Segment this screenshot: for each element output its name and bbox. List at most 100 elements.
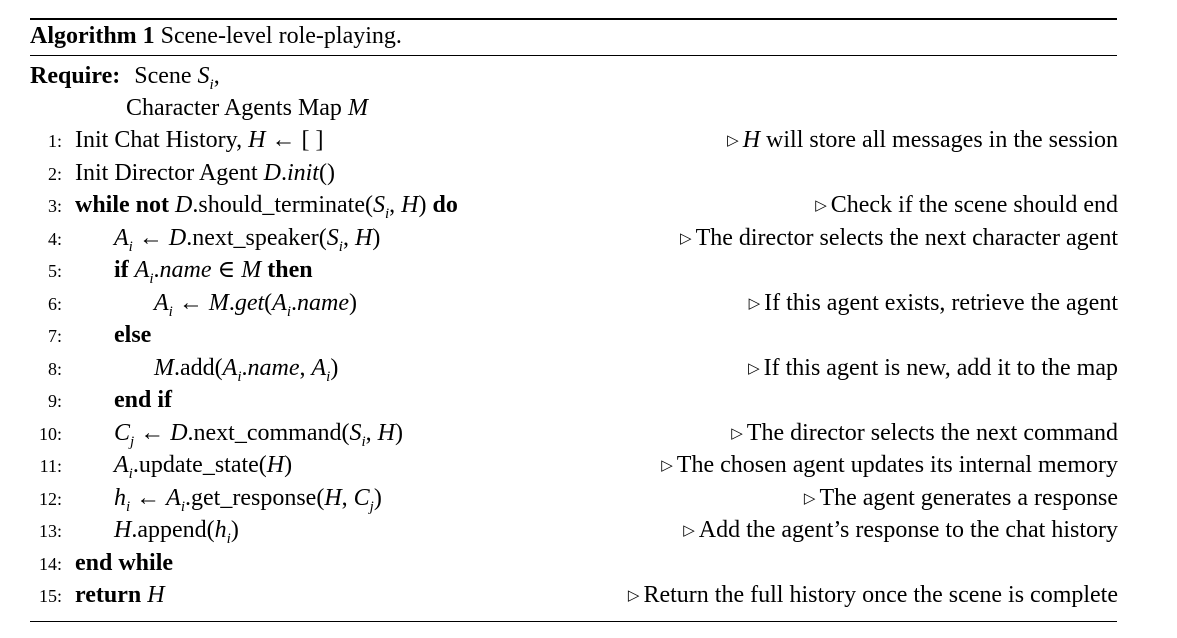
line-number: 13: [38, 521, 62, 541]
next-command-method: next_command [193, 420, 342, 446]
comment-text: Add the agent’s response to the chat his… [698, 517, 1118, 543]
require-scene-label: Scene [134, 63, 192, 89]
name-field: name [297, 290, 349, 316]
line-code: if Ai.name ∈ M then [114, 257, 313, 287]
algorithm-line-2: 2: Init Director Agent D.init() [0, 157, 1177, 189]
comment-triangle-icon: ▷ [803, 491, 816, 507]
algorithm-line-14: 14: end while [0, 547, 1177, 579]
line-comment: ▷If this agent exists, retrieve the agen… [749, 287, 1118, 320]
line-comment: ▷The director selects the next command [731, 417, 1118, 450]
line-number: 11: [39, 456, 62, 476]
do-keyword: do [432, 192, 458, 218]
comment-text: Return the full history once the scene i… [643, 582, 1118, 608]
line-code: M.add(Ai.name, Ai) [154, 355, 339, 385]
line-number: 15: [38, 586, 62, 606]
update-state-method: update_state [138, 452, 259, 478]
line-comment: ▷Return the full history once the scene … [628, 579, 1118, 612]
line-number: 6: [47, 294, 62, 314]
line-number: 7: [47, 326, 62, 346]
name-field: name [159, 257, 212, 283]
while-not-keyword: while not [75, 192, 170, 218]
algorithm-line-6: 6: Ai ← M.get(Ai.name) ▷If this agent ex… [0, 287, 1177, 319]
if-keyword: if [114, 257, 129, 283]
algorithm-line-3: 3: while not D.should_terminate(Si, H) d… [0, 189, 1177, 221]
algorithm-title: Scene-level role-playing. [160, 23, 402, 49]
init-director-agent-text: Init Director Agent [75, 160, 258, 186]
line-number: 3: [47, 196, 62, 216]
line-number: 14: [38, 554, 62, 574]
comment-text: The chosen agent updates its internal me… [676, 452, 1118, 478]
append-method: append [137, 517, 207, 543]
title-rule [30, 55, 1117, 56]
require-map-var: M [347, 95, 368, 121]
line-code: while not D.should_terminate(Si, H) do [75, 192, 458, 222]
end-while-keyword: end while [75, 550, 174, 576]
algorithm-line-4: 4: Ai ← D.next_speaker(Si, H) ▷The direc… [0, 222, 1177, 254]
algorithm-line-10: 10: Cj ← D.next_command(Si, H) ▷The dire… [0, 417, 1177, 449]
init-chat-history-text: Init Chat History, [75, 127, 243, 153]
require-comma: , [213, 63, 220, 89]
line-code: Ai ← M.get(Ai.name) [154, 290, 357, 320]
require-scene-var: S [197, 63, 210, 89]
line-number: 8: [47, 359, 62, 379]
next-speaker-method: next_speaker [192, 225, 319, 251]
comment-triangle-icon: ▷ [748, 361, 760, 377]
line-number: 1: [47, 131, 62, 151]
then-keyword: then [267, 257, 313, 283]
comment-triangle-icon: ▷ [680, 231, 692, 247]
comment-text: H will store all messages in the session [742, 127, 1118, 153]
comment-triangle-icon: ▷ [627, 588, 640, 604]
get-response-method: get_response [191, 485, 317, 511]
require-line-2: Character Agents Map M [126, 94, 368, 122]
else-keyword: else [114, 322, 152, 348]
algorithm-line-11: 11: Ai.update_state(H) ▷The chosen agent… [0, 449, 1177, 481]
line-code: Ai.update_state(H) [114, 452, 293, 482]
bottom-rule [30, 621, 1117, 622]
comment-text: If this agent is new, add it to the map [763, 355, 1118, 381]
line-number: 2: [47, 164, 62, 184]
line-comment: ▷The chosen agent updates its internal m… [661, 449, 1118, 482]
require-keyword: Require: [30, 63, 121, 89]
line-code: Ai ← D.next_speaker(Si, H) [114, 225, 381, 255]
line-number: 4: [47, 229, 62, 249]
line-comment: ▷Add the agent’s response to the chat hi… [683, 514, 1118, 547]
init-method: init [286, 160, 319, 186]
line-code: end while [75, 547, 173, 579]
comment-text: The agent generates a response [819, 485, 1118, 511]
line-number: 5: [47, 261, 62, 281]
algorithm-line-9: 9: end if [0, 384, 1177, 416]
require-scene-sub: i [209, 76, 214, 93]
line-code: Init Director Agent D.init() [75, 160, 335, 186]
name-field: name [247, 355, 300, 381]
comment-text: Check if the scene should end [830, 192, 1118, 218]
get-method: get [234, 290, 265, 316]
line-comment: ▷Check if the scene should end [815, 189, 1118, 222]
comment-triangle-icon: ▷ [683, 523, 695, 539]
comment-triangle-icon: ▷ [748, 296, 761, 312]
comment-triangle-icon: ▷ [727, 133, 739, 149]
line-code: Cj ← D.next_command(Si, H) [114, 420, 404, 450]
require-line-1: Require: Scene Si, [30, 62, 220, 93]
algorithm-line-7: 7: else [0, 319, 1177, 351]
line-number: 10: [38, 424, 62, 444]
line-code: H.append(hi) [114, 517, 239, 547]
line-code: Init Chat History, H ← [ ] [75, 127, 324, 153]
algorithm-line-5: 5: if Ai.name ∈ M then [0, 254, 1177, 286]
comment-text: The director selects the next character … [695, 225, 1118, 251]
algorithm-line-15: 15: return H ▷Return the full history on… [0, 579, 1177, 611]
line-code: hi ← Ai.get_response(H, Cj) [114, 485, 382, 515]
comment-text: If this agent exists, retrieve the agent [764, 290, 1118, 316]
line-comment: ▷If this agent is new, add it to the map [748, 352, 1118, 385]
line-code: return H [75, 582, 165, 608]
line-comment: ▷The director selects the next character… [680, 222, 1118, 255]
comment-triangle-icon: ▷ [815, 198, 827, 214]
comment-triangle-icon: ▷ [731, 426, 743, 442]
require-map-label: Character Agents Map [126, 95, 342, 121]
comment-text: The director selects the next command [746, 420, 1118, 446]
line-code: else [114, 319, 151, 351]
line-comment: ▷The agent generates a response [804, 482, 1118, 515]
line-number: 12: [38, 489, 62, 509]
algorithm-label: Algorithm 1 [30, 23, 155, 49]
add-method: add [180, 355, 215, 381]
line-number: 9: [47, 391, 62, 411]
